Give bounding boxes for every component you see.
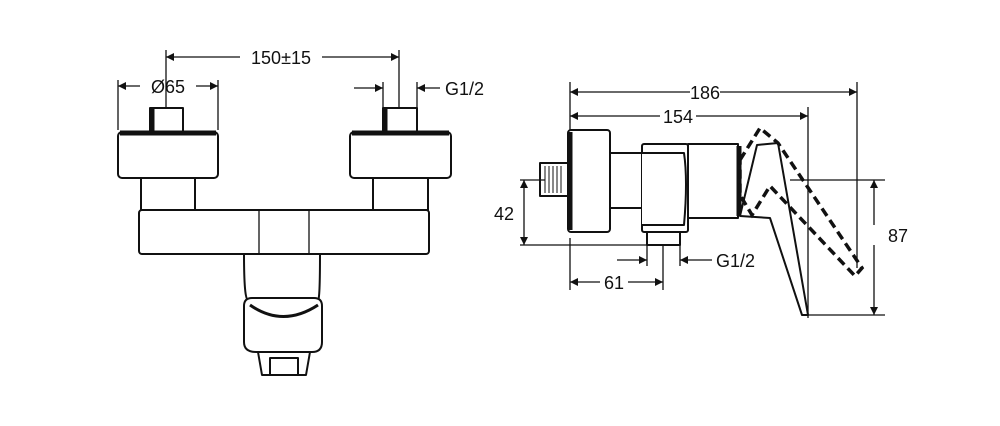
- dim-outlet-offset: 61: [604, 273, 624, 293]
- front-dimensions: [117, 50, 440, 130]
- dim-outlet-thread: G1/2: [716, 251, 755, 271]
- right-inlet-cap: [349, 107, 452, 211]
- dim-body-depth: 154: [663, 107, 693, 127]
- dim-cap-diameter: Ø65: [151, 77, 185, 97]
- dim-total-depth: 186: [690, 83, 720, 103]
- side-dimensions: [520, 82, 885, 318]
- left-inlet-cap: [117, 107, 219, 211]
- dim-inlet-height: 42: [494, 204, 514, 224]
- dim-inlet-thread: G1/2: [445, 79, 484, 99]
- side-view: 186 154 42 61 G1/2 87: [494, 82, 908, 318]
- front-view: 150±15 Ø65 G1/2: [117, 48, 484, 376]
- dim-center-distance: 150±15: [251, 48, 311, 68]
- dim-handle-height: 87: [888, 226, 908, 246]
- lever-handle: [738, 125, 865, 316]
- side-body: [539, 129, 742, 246]
- mixer-body: [138, 209, 430, 376]
